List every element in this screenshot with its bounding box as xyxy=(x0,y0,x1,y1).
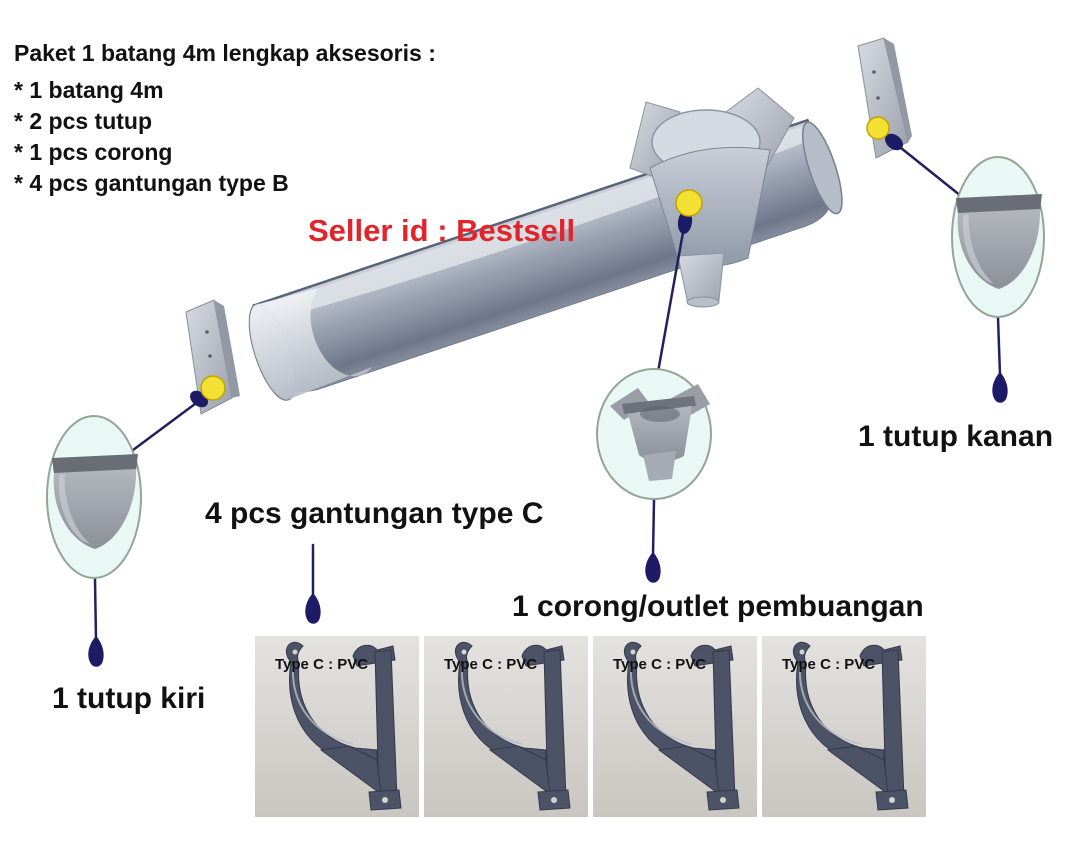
label-gantungan-type-c: 4 pcs gantungan type C xyxy=(205,497,544,530)
teardrop-gantungan xyxy=(305,593,321,624)
endcap-right-side xyxy=(884,38,912,142)
bracket-highlight xyxy=(460,665,523,745)
seller-watermark: Seller id : Bestsell xyxy=(308,213,576,248)
label-corong-outlet: 1 corong/outlet pembuangan xyxy=(512,590,924,623)
bracket-photo-2: Type C : PVC xyxy=(424,636,588,817)
bracket-highlight xyxy=(629,665,692,745)
bracket-photo-3: Type C : PVC xyxy=(593,636,757,817)
bracket-shape xyxy=(454,641,571,811)
bracket-photo-1: Type C : PVC xyxy=(255,636,419,817)
package-item: * 4 pcs gantungan type B xyxy=(14,170,289,196)
callout-circles xyxy=(46,156,1045,579)
package-item: * 1 pcs corong xyxy=(14,139,173,165)
teardrop-left xyxy=(88,636,104,667)
bracket-shape xyxy=(285,641,402,811)
bracket-screw-hole xyxy=(551,797,557,803)
bracket-curl-hole xyxy=(630,649,636,655)
funnel-outlet xyxy=(629,87,795,308)
bracket-curl-hole xyxy=(799,649,805,655)
line-rightcircle-to-label xyxy=(996,316,1002,377)
endcap-right-rivet xyxy=(872,70,876,74)
marker-dot-leftcap xyxy=(200,375,226,401)
marker-dot-funnel xyxy=(675,189,703,217)
line-leftcap-to-circle xyxy=(127,393,209,455)
gutter-left-interior xyxy=(249,288,373,400)
package-title: Paket 1 batang 4m lengkap aksesoris : xyxy=(14,40,436,66)
teardrop-right xyxy=(992,372,1008,403)
endcap-right-piece xyxy=(857,37,912,159)
line-leftcircle-to-label xyxy=(93,577,98,642)
bracket-illustration xyxy=(593,636,757,817)
package-item: * 2 pcs tutup xyxy=(14,108,153,134)
endcap-left-rivet xyxy=(205,330,209,334)
bracket-type-label: Type C : PVC xyxy=(782,656,876,673)
bracket-screw-hole xyxy=(889,797,895,803)
line-midcircle-to-label xyxy=(651,498,656,557)
bracket-curl-hole xyxy=(292,649,298,655)
package-item: * 1 batang 4m xyxy=(14,77,164,103)
bracket-illustration xyxy=(424,636,588,817)
bracket-illustration xyxy=(762,636,926,817)
bracket-screw-hole xyxy=(720,797,726,803)
bracket-illustration xyxy=(255,636,419,817)
gutter-right-cut xyxy=(802,121,843,215)
funnel-downspout-rim xyxy=(686,296,720,308)
line-funnel-to-circle xyxy=(656,208,689,374)
bracket-type-label: Type C : PVC xyxy=(444,656,538,673)
label-tutup-kanan: 1 tutup kanan xyxy=(858,420,1054,453)
bracket-curl-hole xyxy=(461,649,467,655)
bracket-type-label: Type C : PVC xyxy=(613,656,707,673)
marker-dot-rightcap xyxy=(866,116,890,140)
bracket-type-label: Type C : PVC xyxy=(275,656,369,673)
bracket-highlight xyxy=(798,665,861,745)
endcap-left-rivet xyxy=(208,354,212,358)
bracket-shape xyxy=(623,641,740,811)
label-tutup-kiri: 1 tutup kiri xyxy=(52,682,206,715)
teardrop-middle xyxy=(645,552,661,583)
endcap-right-rivet xyxy=(876,96,880,100)
bracket-photo-4: Type C : PVC xyxy=(762,636,926,817)
pointer-blob xyxy=(885,133,903,151)
package-description: Paket 1 batang 4m lengkap aksesoris : * … xyxy=(14,38,436,199)
endcap-left-side xyxy=(214,300,240,398)
bracket-screw-hole xyxy=(382,797,388,803)
bracket-highlight xyxy=(291,665,354,745)
